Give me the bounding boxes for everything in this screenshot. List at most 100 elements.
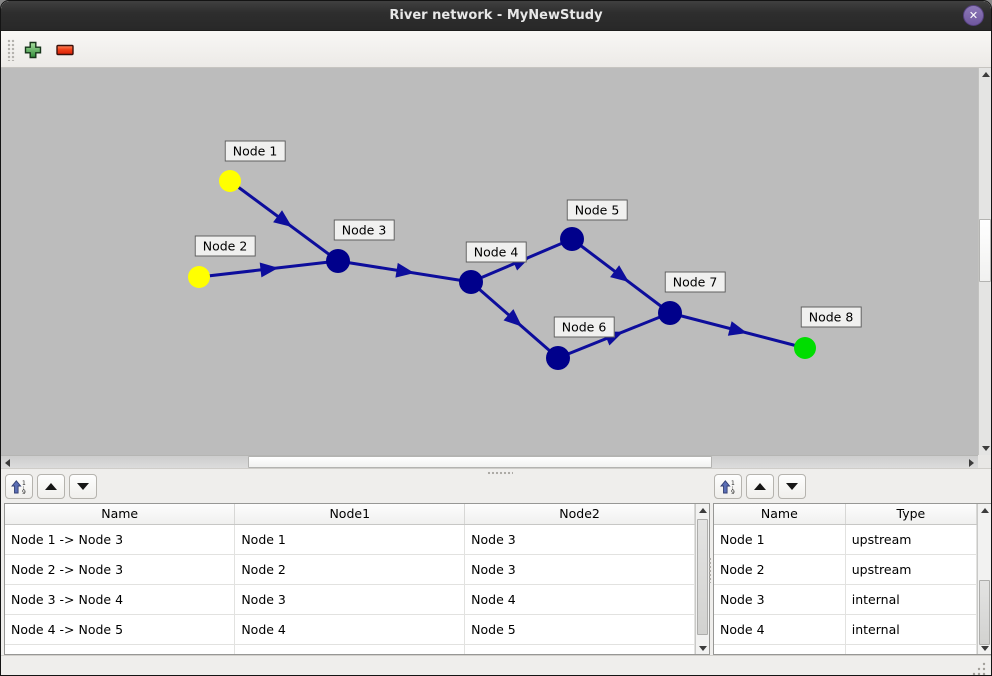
table-cell[interactable]: Node 1 <box>235 524 465 554</box>
table-cell[interactable]: Node 3 <box>714 584 845 614</box>
branches-sort-button[interactable]: 1 9 <box>5 474 33 499</box>
node-label[interactable]: Node 3 <box>334 220 395 241</box>
scroll-down-button[interactable] <box>979 442 992 455</box>
table-cell[interactable]: upstream <box>845 524 976 554</box>
table-cell[interactable]: Node 4 -> Node 5 <box>5 614 235 644</box>
table-cell[interactable]: Node 4 <box>714 614 845 644</box>
arrow-right-icon <box>969 459 974 467</box>
node-label[interactable]: Node 2 <box>195 236 256 257</box>
branches-move-down-button[interactable] <box>69 474 97 499</box>
svg-text:9: 9 <box>731 489 735 495</box>
h-scroll-track[interactable] <box>14 456 965 468</box>
node-label[interactable]: Node 8 <box>801 307 862 328</box>
node-node-4[interactable] <box>459 270 483 294</box>
scroll-up-button[interactable] <box>978 504 991 516</box>
toolbar-drag-handle[interactable] <box>7 39 15 61</box>
add-node-button[interactable] <box>20 37 46 63</box>
table-cell[interactable]: Node 2 <box>714 554 845 584</box>
node-node-5[interactable] <box>560 227 584 251</box>
table-row: Node 2 -> Node 3Node 2Node 3 <box>5 554 695 584</box>
remove-node-button[interactable] <box>52 37 78 63</box>
table-cell <box>465 644 695 654</box>
column-header[interactable]: Node1 <box>235 504 465 524</box>
table-cell[interactable]: Node 4 <box>235 614 465 644</box>
close-button[interactable]: ✕ <box>963 5 984 26</box>
node-label[interactable]: Node 7 <box>665 272 726 293</box>
table-cell[interactable]: Node 3 <box>465 554 695 584</box>
move-down-icon <box>77 483 89 490</box>
node-node-7[interactable] <box>658 301 682 325</box>
table-cell[interactable]: Node 3 -> Node 4 <box>5 584 235 614</box>
node-label[interactable]: Node 1 <box>225 141 286 162</box>
v-scroll-thumb[interactable] <box>979 219 991 282</box>
horizontal-splitter-handle[interactable] <box>487 471 513 475</box>
table-cell[interactable]: internal <box>845 614 976 644</box>
vertical-splitter-handle[interactable] <box>708 557 712 583</box>
node-label[interactable]: Node 6 <box>554 317 615 338</box>
titlebar[interactable]: River network - MyNewStudy ✕ <box>1 1 991 31</box>
canvas-vertical-scrollbar[interactable] <box>978 68 991 455</box>
h-scroll-thumb[interactable] <box>248 456 712 468</box>
nodes-table-scrollbar[interactable] <box>977 504 991 654</box>
scroll-thumb[interactable] <box>697 519 708 635</box>
canvas-horizontal-scrollbar[interactable] <box>1 455 978 468</box>
svg-text:1: 1 <box>731 480 735 487</box>
arrow-up-icon <box>982 72 990 77</box>
table-cell[interactable]: Node 4 <box>465 584 695 614</box>
column-header[interactable]: Node2 <box>465 504 695 524</box>
node-node-6[interactable] <box>546 346 570 370</box>
table-row: Node 4internal <box>714 614 977 644</box>
add-icon <box>24 41 42 59</box>
table-cell[interactable]: internal <box>845 584 976 614</box>
table-cell[interactable]: Node 3 <box>235 584 465 614</box>
table-cell <box>845 644 976 654</box>
table-cell[interactable]: Node 1 -> Node 3 <box>5 524 235 554</box>
table-cell[interactable]: Node 2 -> Node 3 <box>5 554 235 584</box>
node-node-8[interactable] <box>794 337 816 359</box>
scrollbar-corner <box>978 455 992 468</box>
scroll-up-button[interactable] <box>979 68 992 81</box>
node-node-1[interactable] <box>219 170 241 192</box>
branches-table-scrollbar[interactable] <box>695 504 709 654</box>
sort-ascending-icon: 1 9 <box>11 479 27 495</box>
scroll-down-button[interactable] <box>696 642 709 654</box>
table-cell <box>714 644 845 654</box>
table-cell[interactable]: Node 2 <box>235 554 465 584</box>
arrow-left-icon <box>5 459 10 467</box>
edge-arrow-icon <box>260 260 280 277</box>
table-row: Node 3internal <box>714 584 977 614</box>
status-bar <box>1 655 991 676</box>
nodes-sort-button[interactable]: 1 9 <box>714 474 742 499</box>
table-cell <box>5 644 235 654</box>
column-header[interactable]: Name <box>714 504 845 524</box>
scroll-up-button[interactable] <box>696 504 709 516</box>
node-node-2[interactable] <box>188 266 210 288</box>
main-toolbar <box>1 31 991 68</box>
node-label[interactable]: Node 4 <box>466 242 527 263</box>
nodes-table-header: NameType <box>714 504 977 524</box>
table-row: Node 1 -> Node 3Node 1Node 3 <box>5 524 695 554</box>
nodes-move-down-button[interactable] <box>778 474 806 499</box>
sort-ascending-icon: 1 9 <box>720 479 736 495</box>
arrow-up-icon <box>981 508 989 513</box>
node-node-3[interactable] <box>326 249 350 273</box>
column-header[interactable]: Type <box>845 504 976 524</box>
table-cell[interactable]: Node 5 <box>465 614 695 644</box>
table-cell[interactable]: Node 3 <box>465 524 695 554</box>
nodes-table: NameType Node 1upstreamNode 2upstreamNod… <box>714 504 977 654</box>
network-canvas[interactable]: Node 1 Node 2 Node 3 Node 4 Node 5 Node 6 Node… <box>1 68 978 455</box>
nodes-table-panel: NameType Node 1upstreamNode 2upstreamNod… <box>713 503 992 655</box>
resize-grip[interactable] <box>971 661 987 675</box>
table-cell[interactable]: upstream <box>845 554 976 584</box>
node-label[interactable]: Node 5 <box>567 200 628 221</box>
column-header[interactable]: Name <box>5 504 235 524</box>
branches-move-up-button[interactable] <box>37 474 65 499</box>
nodes-move-up-button[interactable] <box>746 474 774 499</box>
table-cell[interactable]: Node 1 <box>714 524 845 554</box>
table-row-partial <box>5 644 695 654</box>
scroll-thumb[interactable] <box>979 580 990 645</box>
arrow-down-icon <box>982 446 990 451</box>
table-row: Node 4 -> Node 5Node 4Node 5 <box>5 614 695 644</box>
window-title: River network - MyNewStudy <box>1 1 991 31</box>
panel-toolbar-band: 1 9 1 9 <box>1 468 991 503</box>
